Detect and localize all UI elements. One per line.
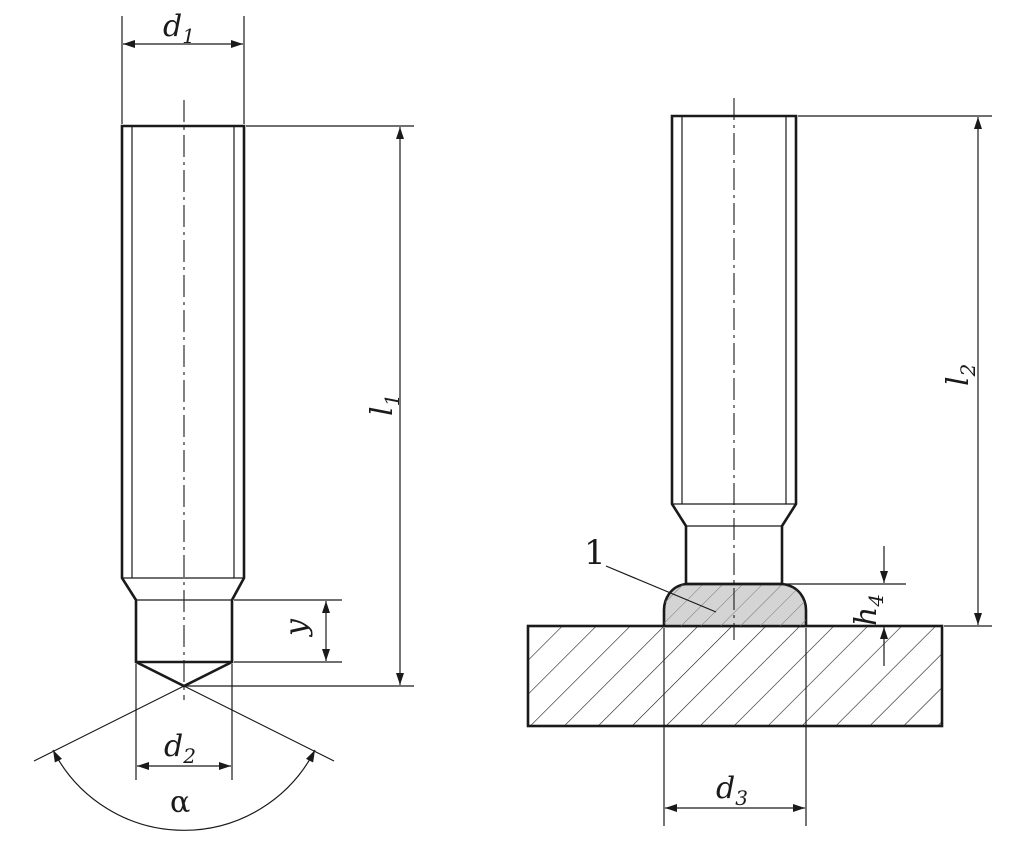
weld-collar-hatch — [664, 584, 806, 626]
dim-d1: d1 — [121, 9, 245, 124]
stud-shank-welded — [670, 114, 798, 586]
stud-left-view — [120, 100, 246, 700]
dim-alpha: α — [33, 685, 335, 831]
label-callout-1: 1 — [584, 533, 606, 573]
label-d2: d2 — [164, 729, 196, 768]
label-h4: h4 — [849, 594, 888, 626]
stud-shank-outline — [120, 124, 246, 664]
dim-l2: l2 — [798, 115, 992, 627]
dim-y: y — [234, 599, 342, 663]
callout-weld: 1 — [584, 533, 717, 613]
label-y: y — [279, 618, 314, 638]
label-l2: l2 — [941, 364, 980, 386]
dim-h4: h4 — [784, 546, 906, 666]
base-plate — [526, 624, 944, 728]
label-d3: d3 — [716, 771, 748, 810]
label-d1: d1 — [163, 9, 195, 48]
label-l1: l1 — [365, 394, 404, 416]
stud-right-view — [526, 98, 944, 728]
dim-l1: l1 — [186, 125, 414, 687]
dim-d3: d3 — [663, 628, 807, 826]
label-alpha: α — [170, 785, 190, 820]
